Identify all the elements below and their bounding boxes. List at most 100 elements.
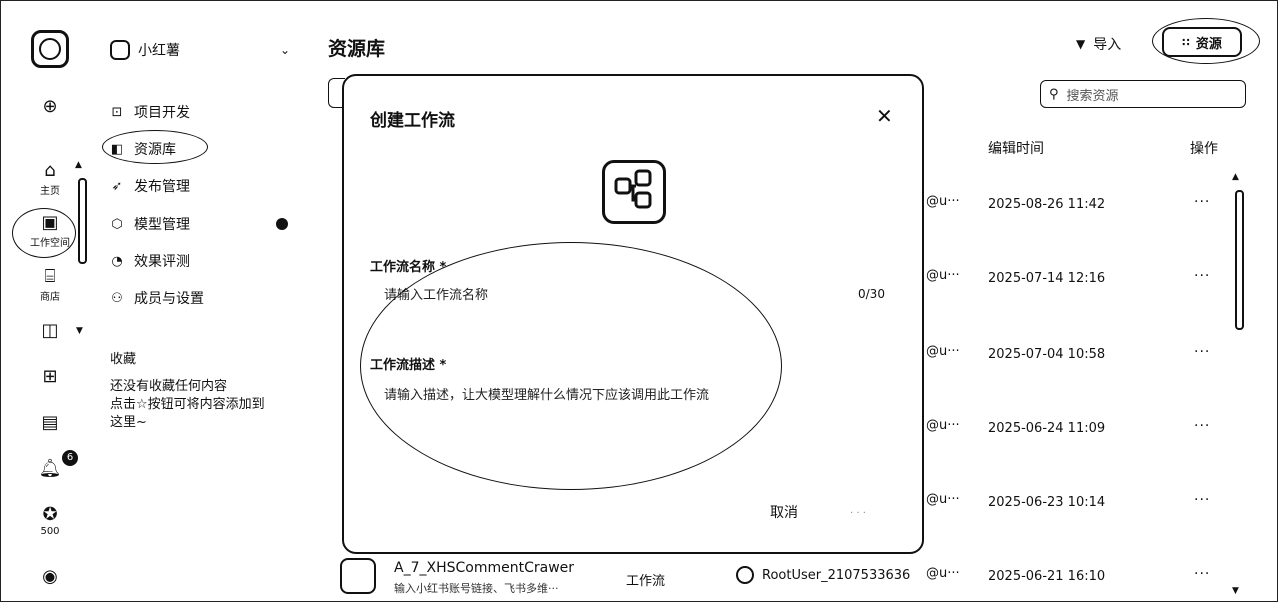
annotation-circle	[102, 130, 208, 164]
annotation-circle	[1152, 18, 1260, 64]
nav-item-members[interactable]: ⚇ 成员与设置	[108, 284, 204, 312]
row-edit-time: 2025-06-21 16:10	[988, 569, 1106, 584]
users-icon: ⚇	[111, 290, 123, 306]
name-char-counter: 0/30	[858, 287, 885, 301]
icon-rail: ⊕ ⌂ 主页 ▣ 工作空间 ⌸ 商店 ◫ ⊞ ▤ 🔔︎ 6 ✪ 500 ◉ ▲ …	[0, 0, 96, 604]
workflow-icon	[602, 160, 666, 224]
nav-item-models[interactable]: ⬡ 模型管理	[108, 210, 190, 238]
rail-home[interactable]: ⌂ 主页	[22, 160, 78, 197]
nav-item-publish[interactable]: ➶ 发布管理	[108, 172, 190, 200]
row-owner-tail: @u···	[926, 344, 960, 359]
table-scroll-down-icon[interactable]: ▼	[1232, 586, 1239, 596]
nav-item-evaluation[interactable]: ◔ 效果评测	[108, 247, 190, 275]
store-icon: ⌸	[44, 266, 56, 287]
import-button[interactable]: ▼ 导入	[1076, 34, 1121, 54]
confirm-button[interactable]: · · ·	[850, 508, 866, 519]
name-field-label: 工作流名称 *	[370, 260, 447, 275]
row-actions-menu[interactable]: ···	[1194, 492, 1211, 508]
cube-icon: ⬡	[111, 216, 123, 232]
favorites-empty-line: 这里~	[110, 415, 147, 430]
close-icon[interactable]: ✕	[876, 104, 893, 128]
nav-label: 发布管理	[134, 179, 190, 195]
chevron-down-icon: ⌄	[279, 43, 290, 57]
rail-create-button[interactable]: ⊕	[22, 96, 78, 118]
row-actions-menu[interactable]: ···	[1194, 566, 1211, 582]
workflow-glyph	[614, 169, 652, 209]
plus-icon: ∷	[1182, 35, 1190, 49]
workspace-icon	[110, 40, 130, 60]
row-edit-time: 2025-08-26 11:42	[988, 197, 1106, 212]
resource-label: 资源	[1195, 36, 1222, 52]
row-edit-time: 2025-06-23 10:14	[988, 495, 1106, 510]
rail-layout[interactable]: ◫	[22, 320, 78, 342]
workspace-switcher[interactable]: 小红薯 ⌄	[110, 38, 290, 62]
rail-store[interactable]: ⌸ 商店	[22, 266, 78, 303]
rail-credits[interactable]: ✪ 500	[22, 504, 78, 537]
add-resource-button[interactable]: ∷ 资源	[1162, 27, 1242, 57]
page-title: 资源库	[328, 38, 386, 60]
row-actions-menu[interactable]: ···	[1194, 418, 1211, 434]
row-owner-name: RootUser_2107533636	[762, 567, 911, 583]
row-actions-menu[interactable]: ···	[1194, 194, 1211, 210]
avatar-icon: ◉	[42, 566, 58, 587]
rail-docs[interactable]: ▤	[22, 412, 78, 434]
apps-icon: ⊞	[42, 366, 58, 387]
row-actions-menu[interactable]: ···	[1194, 344, 1211, 360]
annotation-circle	[360, 242, 782, 490]
row-owner: RootUser_2107533636	[736, 566, 910, 584]
row-owner-tail: @u···	[926, 492, 960, 507]
models-status-icon	[276, 218, 288, 230]
rail-scroll-up-icon[interactable]: ▲	[75, 160, 82, 170]
gauge-icon: ◔	[111, 253, 123, 269]
rocket-icon: ➶	[111, 178, 123, 194]
document-icon: ▤	[41, 412, 59, 433]
row-resource-desc: 输入小红书账号链接、飞书多维···	[394, 582, 559, 595]
filter-dropdown[interactable]	[328, 78, 345, 108]
row-resource-type: 工作流	[626, 574, 666, 589]
row-edit-time: 2025-06-24 11:09	[988, 421, 1106, 436]
table-scrollbar[interactable]	[1235, 190, 1244, 330]
notification-badge: 6	[62, 450, 78, 466]
import-label: 导入	[1093, 37, 1122, 53]
nav-label: 项目开发	[134, 105, 190, 121]
rail-profile[interactable]: ◉	[22, 566, 78, 588]
row-owner-tail: @u···	[926, 268, 960, 283]
favorites-title: 收藏	[110, 352, 137, 367]
workflow-icon	[340, 558, 376, 594]
layout-icon: ◫	[41, 320, 59, 341]
favorites-empty-line: 还没有收藏任何内容	[110, 379, 228, 394]
nav-label: 成员与设置	[134, 291, 204, 307]
plus-circle-icon: ⊕	[42, 96, 58, 117]
rail-apps[interactable]: ⊞	[22, 366, 78, 388]
row-owner-tail: @u···	[926, 566, 960, 581]
import-icon: ▼	[1076, 37, 1086, 51]
row-resource-name[interactable]: A_7_XHSCommentCrawer	[394, 560, 575, 576]
favorites-empty-text: 还没有收藏任何内容 点击☆按钮可将内容添加到 这里~	[110, 378, 300, 432]
row-edit-time: 2025-07-04 10:58	[988, 347, 1106, 362]
app-logo-icon[interactable]	[31, 30, 69, 68]
favorites-empty-line: 点击☆按钮可将内容添加到	[110, 397, 265, 412]
workspace-name: 小红薯	[138, 43, 180, 59]
nav-label: 效果评测	[134, 254, 190, 270]
rail-credits-label: 500	[40, 526, 60, 537]
table-scroll-up-icon[interactable]: ▲	[1232, 172, 1239, 182]
search-icon: ⚲	[1049, 86, 1059, 102]
rail-notifications[interactable]: 🔔︎	[22, 458, 78, 480]
rail-scroll-down-icon[interactable]: ▼	[76, 326, 83, 336]
rail-scrollbar[interactable]	[78, 178, 87, 264]
rail-home-label: 主页	[40, 186, 60, 197]
avatar-icon	[736, 566, 754, 584]
column-header-actions: 操作	[1190, 141, 1218, 157]
nav-item-project-dev[interactable]: ⊡ 项目开发	[108, 98, 190, 126]
cancel-button[interactable]: 取消	[770, 505, 798, 521]
home-icon: ⌂	[44, 160, 56, 181]
dialog-title: 创建工作流	[370, 111, 455, 131]
search-input[interactable]: ⚲ 搜索资源	[1040, 80, 1246, 108]
coin-icon: ✪	[42, 504, 58, 525]
bell-icon: 🔔︎	[38, 458, 62, 479]
search-placeholder: 搜索资源	[1066, 88, 1119, 104]
row-actions-menu[interactable]: ···	[1194, 268, 1211, 284]
rail-store-label: 商店	[40, 292, 60, 303]
project-icon: ⊡	[111, 104, 123, 120]
